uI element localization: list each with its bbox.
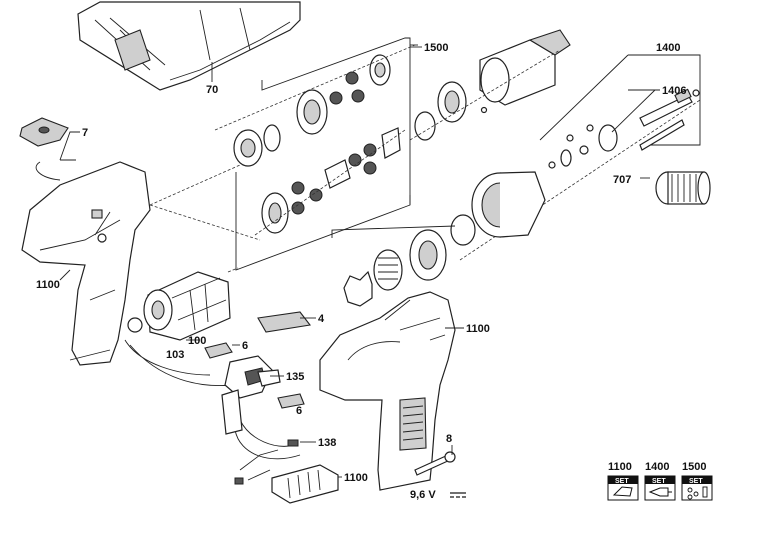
label-terminal-block: 1100 <box>344 472 368 484</box>
set-number-1500: 1500 <box>682 461 706 473</box>
gear-set-icon <box>687 486 708 500</box>
set-number-1400: 1400 <box>645 461 669 473</box>
gear-housing <box>414 29 571 141</box>
label-chuck-group: 1400 <box>656 42 680 54</box>
clip <box>19 117 69 181</box>
set-number-1100: 1100 <box>608 461 632 473</box>
torque-collar <box>450 171 546 246</box>
label-insulator-b: 6 <box>296 405 302 417</box>
switch <box>221 355 281 435</box>
housing-set-icon <box>612 486 633 497</box>
set-badge-1400: 1400 SET <box>644 461 676 501</box>
set-header-1100: SET <box>615 478 629 485</box>
carrying-case <box>77 1 301 91</box>
label-wiring: 138 <box>318 437 336 449</box>
label-screw: 8 <box>446 433 452 445</box>
label-clip: 7 <box>82 127 88 139</box>
set-header-1500: SET <box>689 478 703 485</box>
label-case: 70 <box>206 84 218 96</box>
terminal-block <box>271 464 339 504</box>
motor <box>127 271 231 341</box>
housing-screw <box>414 451 456 476</box>
gear-stage-lower <box>261 127 401 234</box>
spindle-assembly <box>548 88 700 169</box>
label-motor: 100 <box>188 335 206 347</box>
label-housing-right: 1100 <box>466 323 490 335</box>
housing-assembled <box>319 291 456 491</box>
label-insulator-a: 6 <box>242 340 248 352</box>
label-chuck: 707 <box>613 174 631 186</box>
label-housing-left: 1100 <box>36 279 60 291</box>
chuck-set-icon <box>648 487 672 497</box>
set-badge-1100: 1100 SET <box>607 461 639 501</box>
label-spindle: 1406 <box>662 85 686 97</box>
set-badge-1500: 1500 SET <box>681 461 713 501</box>
gear-stage-upper <box>233 54 391 167</box>
set-header-1400: SET <box>652 478 666 485</box>
housing-half-left <box>21 161 151 366</box>
label-switch: 135 <box>286 371 304 383</box>
label-voltage: 9,6 V <box>410 489 436 501</box>
dc-symbol <box>450 492 466 498</box>
label-motor-pinion: 103 <box>166 349 184 361</box>
insulator-sheet <box>257 311 311 333</box>
keyless-chuck <box>655 171 711 205</box>
clutch-parts <box>343 229 447 307</box>
label-plate: 4 <box>318 313 325 325</box>
label-gearbox-group: 1500 <box>424 42 448 54</box>
